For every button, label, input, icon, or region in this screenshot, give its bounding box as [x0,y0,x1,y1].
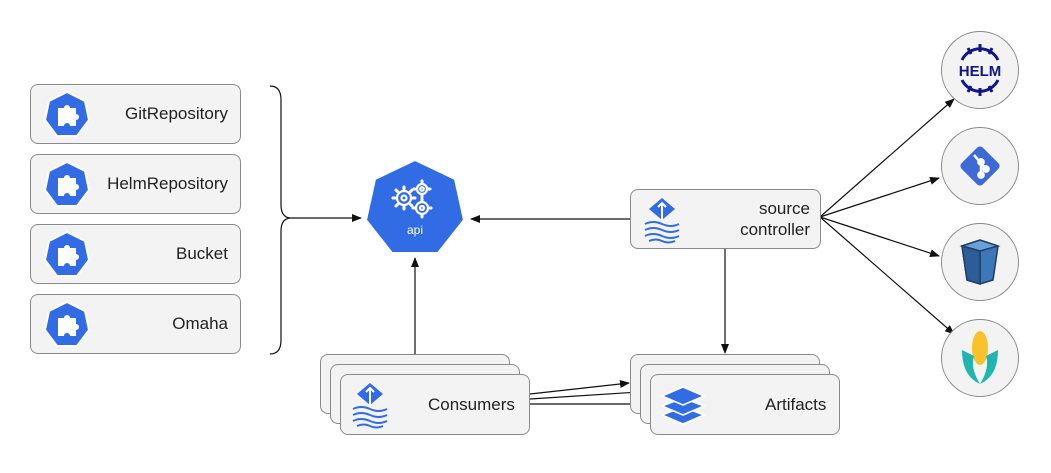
crd-puzzle-icon [43,91,91,137]
consumers-label: Consumers [428,394,515,414]
artifacts-label: Artifacts [765,394,827,414]
crd-puzzle-icon [43,161,91,207]
crd-gitrepository[interactable]: GitRepository [30,84,241,144]
bucket-target[interactable] [941,223,1019,301]
consumers-to-artifacts-arrow-2 [529,388,640,400]
layers-icon [660,386,706,425]
controller-to-git-arrow [819,177,940,218]
kubernetes-api-icon[interactable]: api [364,158,466,256]
omaha-icon [962,331,998,384]
source-controller-label-line1: source [758,199,810,218]
artifacts-box[interactable]: Artifacts [650,374,840,435]
consumers-box[interactable]: Consumers [340,374,530,435]
crd-helmrepository[interactable]: HelmRepository [30,154,241,214]
helm-icon: HELM [959,44,1002,96]
controller-to-bucket-arrow [819,216,940,257]
flux-icon [644,198,680,244]
source-controller-box[interactable]: source controller [630,189,821,249]
flux-icon [352,383,388,429]
crd-label: GitRepository [125,104,228,123]
bucket-icon [959,239,1001,286]
omaha-target[interactable] [941,319,1019,397]
controller-to-helm-arrow [819,98,955,218]
crd-puzzle-icon [43,301,91,347]
source-controller-label-line2: controller [740,220,810,239]
crd-label: Bucket [176,244,228,263]
source-controller-label: source controller [740,190,810,248]
crd-puzzle-icon [43,231,91,277]
helm-target[interactable]: HELM [941,31,1019,109]
crd-bucket[interactable]: Bucket [30,224,241,284]
crd-omaha[interactable]: Omaha [30,294,241,354]
crd-label: Omaha [172,314,228,333]
helm-label: HELM [959,63,1002,80]
api-label: api [407,223,423,237]
crd-label: HelmRepository [107,174,228,193]
consumers-to-artifacts-arrow-1 [529,380,630,395]
git-target[interactable] [941,127,1019,205]
git-icon [960,146,1000,186]
controller-to-omaha-arrow [819,216,955,335]
crd-brace [269,85,291,355]
